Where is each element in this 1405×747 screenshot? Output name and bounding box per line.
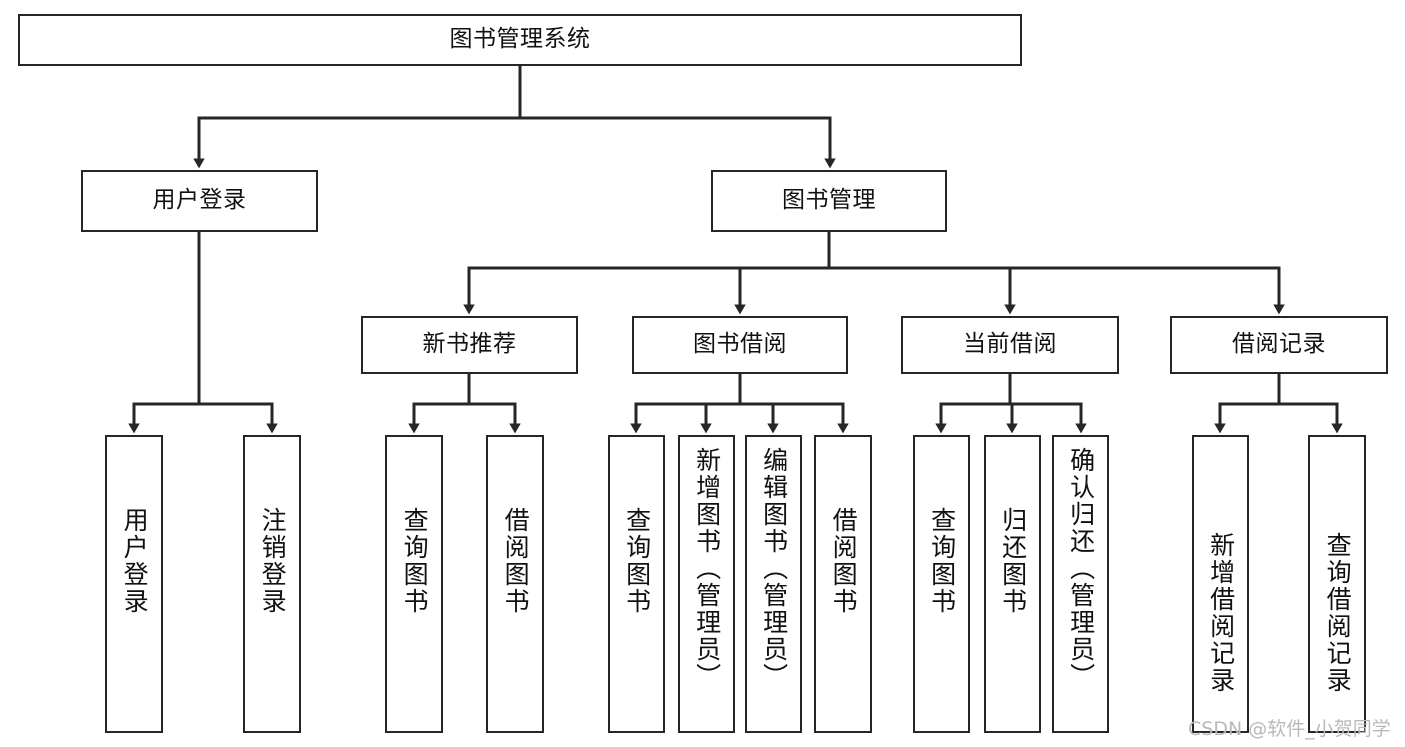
node-label: 当前借阅 <box>963 331 1057 358</box>
node-leaf-borrow-book[interactable]: 借阅图书 <box>814 435 872 733</box>
node-leaf-confirm-return-admin[interactable]: 确认归还（管理员） <box>1052 435 1109 733</box>
node-current-borrow[interactable]: 当前借阅 <box>901 316 1119 374</box>
node-label: 图书管理 <box>782 187 876 214</box>
node-new-book-recommend[interactable]: 新书推荐 <box>361 316 578 374</box>
node-leaf-borrow-book-recommend[interactable]: 借阅图书 <box>486 435 544 733</box>
node-label: 查询图书 <box>927 507 957 615</box>
node-label: 新书推荐 <box>422 331 517 358</box>
node-leaf-query-borrow-record[interactable]: 查询借阅记录 <box>1308 435 1366 733</box>
node-label: 查询图书 <box>622 507 652 615</box>
node-label: 编辑图书（管理员） <box>759 447 789 690</box>
node-leaf-query-book-current[interactable]: 查询图书 <box>913 435 970 733</box>
node-leaf-edit-book-admin[interactable]: 编辑图书（管理员） <box>745 435 802 733</box>
node-label: 新增图书（管理员） <box>692 447 722 690</box>
node-label: 借阅记录 <box>1232 331 1326 358</box>
node-label: 用户登录 <box>120 507 150 615</box>
node-leaf-query-book-recommend[interactable]: 查询图书 <box>385 435 443 733</box>
node-label: 图书管理系统 <box>449 26 591 53</box>
node-label: 借阅图书 <box>501 507 531 615</box>
node-user-login[interactable]: 用户登录 <box>81 170 318 232</box>
node-label: 用户登录 <box>152 187 247 214</box>
node-label: 查询借阅记录 <box>1323 532 1353 694</box>
node-label: 新增借阅记录 <box>1206 532 1236 694</box>
node-leaf-query-book[interactable]: 查询图书 <box>608 435 665 733</box>
node-book-manage[interactable]: 图书管理 <box>711 170 947 232</box>
node-leaf-user-login[interactable]: 用户登录 <box>105 435 163 733</box>
node-label: 注销登录 <box>258 507 288 615</box>
node-leaf-add-book-admin[interactable]: 新增图书（管理员） <box>678 435 735 733</box>
node-leaf-return-book[interactable]: 归还图书 <box>984 435 1041 733</box>
node-label: 确认归还（管理员） <box>1066 447 1096 690</box>
node-label: 归还图书 <box>998 507 1028 615</box>
node-borrow-record[interactable]: 借阅记录 <box>1170 316 1388 374</box>
node-book-borrow[interactable]: 图书借阅 <box>632 316 848 374</box>
node-leaf-user-logout[interactable]: 注销登录 <box>243 435 301 733</box>
node-label: 查询图书 <box>400 507 430 615</box>
node-leaf-add-borrow-record[interactable]: 新增借阅记录 <box>1192 435 1249 733</box>
node-label: 借阅图书 <box>829 507 859 615</box>
csdn-watermark: CSDN @软件_小贺同学 <box>1188 718 1391 740</box>
node-root-system[interactable]: 图书管理系统 <box>18 14 1022 66</box>
node-label: 图书借阅 <box>693 331 787 358</box>
